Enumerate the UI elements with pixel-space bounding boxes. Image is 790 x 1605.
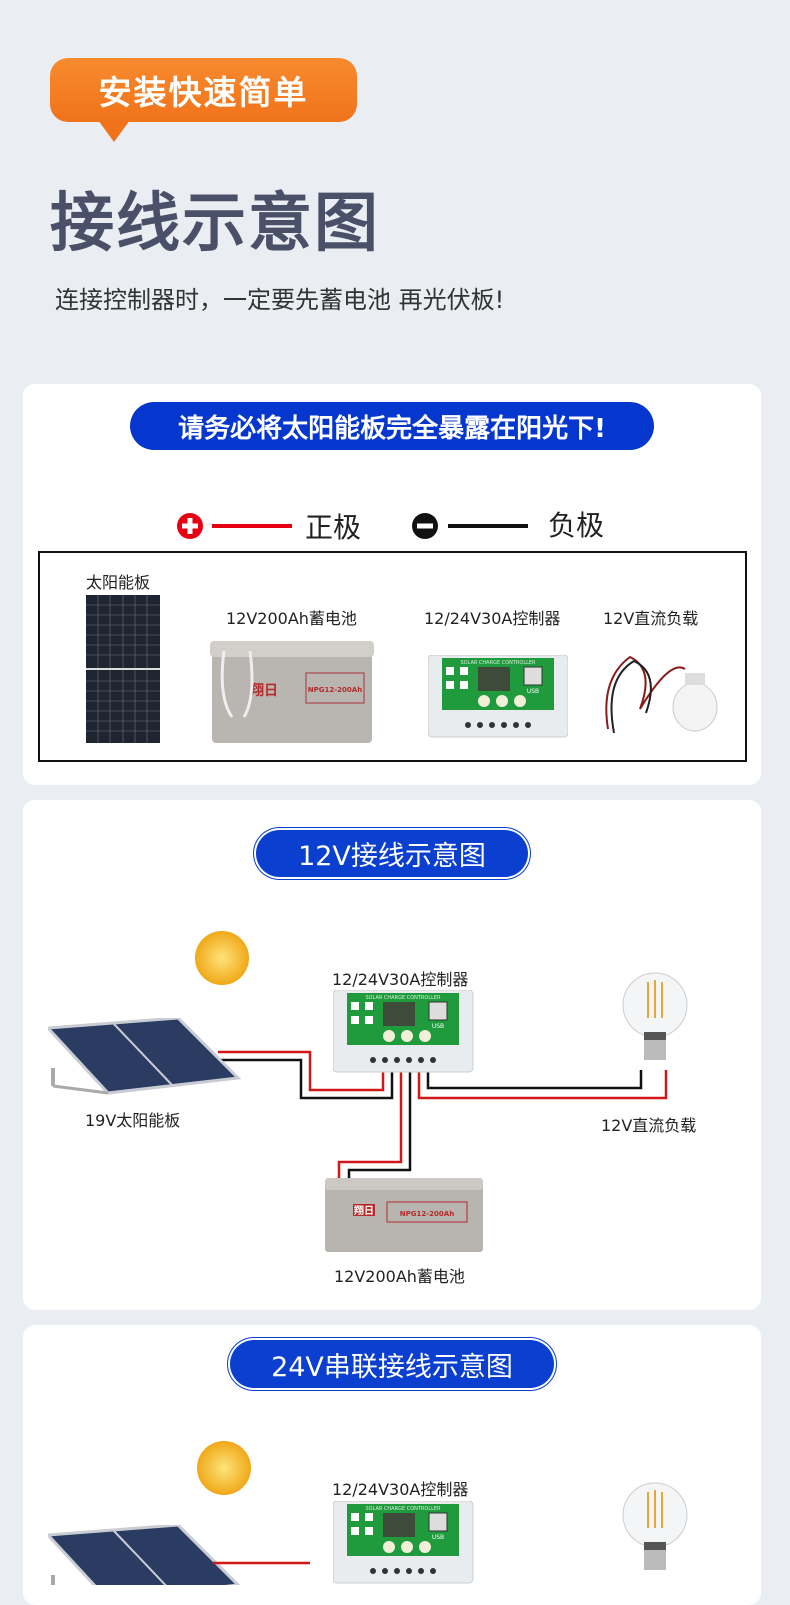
bulb-image xyxy=(622,1482,688,1571)
page-title: 接线示意图 xyxy=(50,187,380,261)
controller-brand-text: SOLAR CHARGE CONTROLLER xyxy=(365,1506,441,1512)
solar-panel-image xyxy=(86,595,160,743)
battery-label: 12V200Ah蓄电池 xyxy=(226,609,357,628)
wiring-24v-banner: 24V串联接线示意图 xyxy=(228,1338,556,1390)
sunlight-banner: 请务必将太阳能板完全暴露在阳光下! xyxy=(130,402,654,450)
battery-brand: 翔日 xyxy=(249,682,278,699)
usb-label: USB xyxy=(432,1023,444,1030)
wiring-12v-card: 12V接线示意图 19V太阳能板 12/24V30A控制器 SOLAR CHAR… xyxy=(23,800,761,1310)
controller-label: 12/24V30A控制器 xyxy=(332,970,469,989)
bulb-image xyxy=(622,972,688,1061)
page-subtitle: 连接控制器时，一定要先蓄电池 再光伏板! xyxy=(55,286,505,314)
load-image xyxy=(605,655,718,734)
battery-label: 12V200Ah蓄电池 xyxy=(334,1267,465,1286)
negative-icon xyxy=(412,513,438,539)
usb-label: USB xyxy=(432,1534,444,1541)
load-label: 12V直流负载 xyxy=(601,1116,697,1135)
components-card: 请务必将太阳能板完全暴露在阳光下! 正极 负极 太阳能板 12V200Ah蓄电池… xyxy=(23,384,761,785)
controller-image: SOLAR CHARGE CONTROLLER USB xyxy=(333,990,474,1073)
wiring-lines xyxy=(213,1561,310,1565)
badge-tail xyxy=(98,120,130,142)
controller-image: SOLAR CHARGE CONTROLLER USB xyxy=(428,655,568,738)
solar-panel-label: 太阳能板 xyxy=(86,573,151,592)
controller-brand-text: SOLAR CHARGE CONTROLLER xyxy=(460,660,536,666)
usb-label: USB xyxy=(527,688,539,695)
negative-wire-sample xyxy=(448,524,528,528)
negative-label: 负极 xyxy=(548,509,605,542)
positive-icon xyxy=(177,513,203,539)
battery-brand: 翔日 xyxy=(353,1204,374,1217)
sun-icon xyxy=(197,1441,251,1495)
wiring-12v-banner: 12V接线示意图 xyxy=(254,828,530,879)
positive-label: 正极 xyxy=(305,511,362,544)
wiring-24v-card: 24V串联接线示意图 12/24V30A控制器 SOLAR CHARGE CON… xyxy=(23,1325,761,1605)
panel-label: 19V太阳能板 xyxy=(85,1111,181,1130)
install-badge: 安装快速简单 xyxy=(50,58,357,122)
sun-icon xyxy=(195,931,249,985)
controller-brand-text: SOLAR CHARGE CONTROLLER xyxy=(365,995,441,1001)
battery-model: NPG12-200Ah xyxy=(400,1210,454,1218)
load-label: 12V直流负载 xyxy=(603,609,699,628)
controller-image: SOLAR CHARGE CONTROLLER USB xyxy=(333,1501,474,1584)
controller-label: 12/24V30A控制器 xyxy=(424,609,561,628)
positive-wire-sample xyxy=(212,524,292,528)
solar-panel-image xyxy=(48,1018,240,1095)
battery-image: 翔日 NPG12-200Ah xyxy=(210,641,374,743)
battery-image: 翔日 NPG12-200Ah xyxy=(325,1177,484,1253)
components-box: 太阳能板 12V200Ah蓄电池 翔日 NPG12-200Ah 12/24V30A… xyxy=(38,551,747,762)
battery-model: NPG12-200Ah xyxy=(308,686,362,694)
wiring-lines xyxy=(218,1050,668,1180)
controller-label: 12/24V30A控制器 xyxy=(332,1480,469,1499)
